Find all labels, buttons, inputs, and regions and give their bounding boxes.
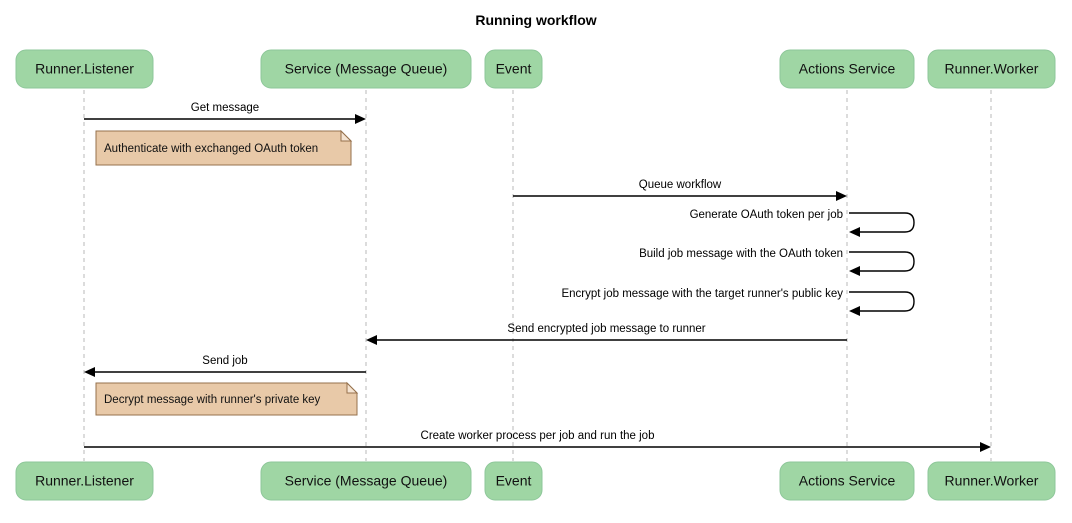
arrow-head-icon <box>836 191 847 201</box>
participant-label: Runner.Listener <box>35 473 134 489</box>
note-fold-corner-icon <box>346 381 359 394</box>
self-loop-path <box>849 251 915 272</box>
note-label: Decrypt message with runner's private ke… <box>104 394 321 406</box>
arrow-head-icon <box>366 335 377 345</box>
participant-headers-group: Runner.Listener Service (Message Queue) Ev… <box>15 49 1056 89</box>
message-build-job-message-with-the-oauth-token[interactable]: Build job message with the OAuth token <box>639 248 915 276</box>
participant-label: Runner.Listener <box>35 61 134 77</box>
participant-box <box>260 461 472 501</box>
message-send-job[interactable]: Send job <box>84 355 366 377</box>
participant-label: Service (Message Queue) <box>285 473 448 489</box>
participant-box <box>484 461 543 501</box>
participant-box <box>15 461 154 501</box>
lifelines-group <box>83 90 992 461</box>
diagram-title: Running workflow <box>475 12 596 28</box>
arrow-head-icon <box>980 442 991 452</box>
participant-box <box>260 49 472 89</box>
notes-group: Authenticate with exchanged OAuth tokenD… <box>95 129 359 416</box>
note-label: Authenticate with exchanged OAuth token <box>104 143 318 155</box>
note-body <box>95 130 352 166</box>
participant-header-runner-listener[interactable]: Runner.Listener <box>15 49 154 89</box>
participant-header-service-message-queue[interactable]: Service (Message Queue) <box>260 49 472 89</box>
participant-header-actions-service[interactable]: Actions Service <box>779 49 915 89</box>
participant-footers-group: Runner.Listener Service (Message Queue) Ev… <box>15 461 1056 501</box>
participant-box <box>927 49 1056 89</box>
participant-footer-service-message-queue[interactable]: Service (Message Queue) <box>260 461 472 501</box>
note-decrypt-message-with-runners-private-key[interactable]: Decrypt message with runner's private ke… <box>95 381 359 416</box>
note-authenticate-with-exchanged-oauth-token[interactable]: Authenticate with exchanged OAuth token <box>95 129 353 166</box>
message-queue-workflow[interactable]: Queue workflow <box>513 179 847 201</box>
message-encrypt-job-message-with-the-target-runners-public-key[interactable]: Encrypt job message with the target runn… <box>561 288 915 316</box>
note-fold-corner-icon <box>340 129 353 142</box>
participant-label: Runner.Worker <box>945 473 1039 489</box>
message-label: Queue workflow <box>639 179 722 191</box>
self-loop-path <box>849 291 915 312</box>
participant-label: Runner.Worker <box>945 61 1039 77</box>
arrow-head-icon <box>849 266 860 276</box>
arrow-head-icon <box>849 306 860 316</box>
participant-footer-runner-listener[interactable]: Runner.Listener <box>15 461 154 501</box>
participant-footer-event[interactable]: Event <box>484 461 543 501</box>
note-body <box>95 382 358 416</box>
participant-header-event[interactable]: Event <box>484 49 543 89</box>
arrow-head-icon <box>84 367 95 377</box>
message-send-encrypted-job-message-to-runner[interactable]: Send encrypted job message to runner <box>366 323 847 345</box>
message-label: Send job <box>202 355 247 367</box>
message-label: Send encrypted job message to runner <box>507 323 705 335</box>
participant-header-runner-worker[interactable]: Runner.Worker <box>927 49 1056 89</box>
participant-label: Actions Service <box>799 61 896 77</box>
message-label: Generate OAuth token per job <box>690 209 843 221</box>
participant-label: Service (Message Queue) <box>285 61 448 77</box>
message-get-message[interactable]: Get message <box>84 102 366 124</box>
participant-footer-runner-worker[interactable]: Runner.Worker <box>927 461 1056 501</box>
participant-box <box>779 461 915 501</box>
participant-box <box>927 461 1056 501</box>
participant-box <box>484 49 543 89</box>
message-label: Get message <box>191 102 259 114</box>
message-generate-oauth-token-per-job[interactable]: Generate OAuth token per job <box>690 209 915 237</box>
participant-label: Actions Service <box>799 473 896 489</box>
message-create-worker-process-per-job-and-run-the-job[interactable]: Create worker process per job and run th… <box>84 430 991 452</box>
participant-box <box>15 49 154 89</box>
participant-label: Event <box>496 61 532 77</box>
participant-box <box>779 49 915 89</box>
arrow-head-icon <box>355 114 366 124</box>
message-label: Create worker process per job and run th… <box>421 430 655 442</box>
arrow-head-icon <box>849 227 860 237</box>
self-loop-path <box>849 212 915 233</box>
message-label: Encrypt job message with the target runn… <box>561 288 843 300</box>
message-label: Build job message with the OAuth token <box>639 248 843 260</box>
participant-footer-actions-service[interactable]: Actions Service <box>779 461 915 501</box>
participant-label: Event <box>496 473 532 489</box>
